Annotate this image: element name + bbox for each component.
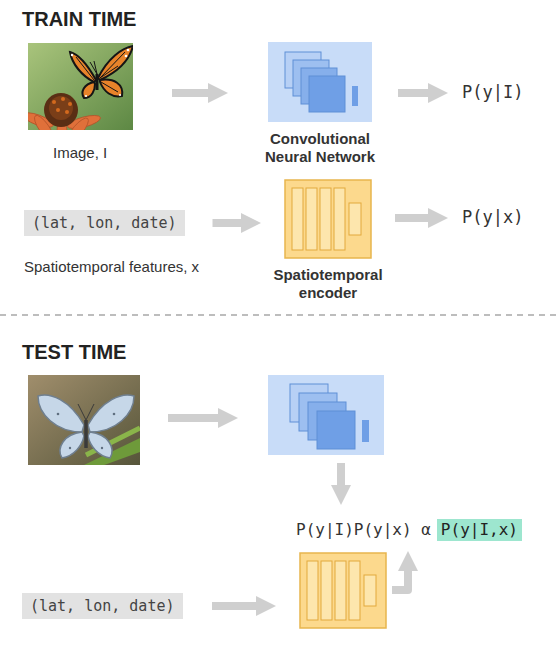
- blue-butterfly-photo: [60, 432, 84, 458]
- flow-arrow: [395, 214, 428, 222]
- blue-butterfly-photo: [101, 447, 103, 449]
- cnn-icon: [352, 86, 358, 106]
- flow-arrow: [172, 89, 208, 97]
- monarch-photo: [68, 102, 72, 106]
- encoder-icon: [307, 561, 318, 620]
- encoder-icon: [334, 188, 345, 250]
- encoder-icon: [306, 188, 317, 250]
- feature-text: (lat, lon, date): [30, 597, 175, 615]
- encoder-icon: [335, 561, 346, 620]
- monarch-photo: [70, 46, 133, 98]
- cnn-icon: [268, 375, 384, 455]
- block-label: Convolutional Neural Network: [245, 130, 395, 166]
- monarch-photo: [101, 82, 118, 92]
- monarch-photo: [28, 43, 133, 130]
- blue-butterfly-photo: [69, 447, 71, 449]
- encoder-icon: [300, 553, 386, 628]
- monarch-photo: [56, 108, 60, 112]
- flow-arrow: [213, 219, 242, 227]
- cnn-block: Convolutional Neural Network: [268, 42, 372, 122]
- feature-text: (lat, lon, date): [32, 214, 177, 232]
- monarch-photo: [125, 55, 128, 58]
- formula-text: P(y|I,x): [441, 520, 518, 540]
- monarch-photo: [71, 49, 130, 97]
- blue-butterfly-photo: [84, 420, 88, 448]
- blue-butterfly-photo: [78, 404, 94, 420]
- flow-arrow: [337, 463, 345, 485]
- monarch-photo: [100, 66, 118, 78]
- monarch-photo: [52, 97, 72, 114]
- monarch-photo: [65, 110, 69, 114]
- monarch-photo: [100, 80, 122, 97]
- feature-box: (lat, lon, date)Spatiotemporal features,…: [24, 210, 185, 236]
- monarch-photo: [98, 46, 133, 80]
- flow-arrow: [212, 602, 256, 610]
- cnn-icon: [268, 375, 384, 455]
- encoder-icon: [349, 203, 361, 235]
- monarch-photo: [61, 97, 65, 101]
- blue-butterfly-photo: [28, 375, 140, 465]
- blue-butterfly-photo: [57, 413, 60, 416]
- monarch-photo: [82, 82, 95, 98]
- cnn-icon: [309, 76, 345, 112]
- monarch-photo: [52, 100, 56, 104]
- cnn-icon: [268, 42, 372, 122]
- monarch-photo: [76, 57, 94, 80]
- blue-butterfly-photo: [88, 432, 112, 458]
- monarch-photo: [85, 95, 87, 97]
- monarch-photo: [119, 94, 121, 96]
- feature-caption: Spatiotemporal features, x: [24, 258, 199, 276]
- cnn-icon: [268, 42, 372, 122]
- image-caption: Image, I: [53, 143, 107, 162]
- cnn-icon: [317, 411, 355, 449]
- encoder-icon: [285, 180, 371, 258]
- monarch-photo: [49, 96, 73, 120]
- monarch-photo: [70, 52, 96, 82]
- encoder-block: Spatiotemporal encoder: [285, 180, 371, 258]
- monarch-photo: [76, 52, 125, 92]
- result-highlight: P(y|I,x): [437, 519, 522, 541]
- blue-butterfly-photo: [38, 395, 84, 432]
- blue-butterfly-photo: [38, 395, 134, 458]
- block-label: Spatiotemporal encoder: [253, 266, 403, 302]
- encoder-icon: [321, 561, 332, 620]
- monarch-photo: [71, 54, 73, 56]
- blue-butterfly-photo: [88, 395, 134, 432]
- section-divider: [0, 314, 560, 316]
- blue-butterfly-photo: [57, 413, 116, 449]
- cnn-icon: [362, 420, 369, 442]
- flow-arrow: [392, 571, 408, 590]
- encoder-icon: [349, 561, 360, 620]
- monarch-photo: [90, 61, 97, 74]
- probability-label: P(y|x): [462, 207, 523, 228]
- monarch-photo: [100, 52, 125, 78]
- feature-box: (lat, lon, date): [22, 593, 183, 619]
- probability-label: P(y|I): [462, 82, 523, 103]
- section-heading: TEST TIME: [22, 340, 126, 365]
- encoder-icon: [285, 180, 371, 258]
- encoder-icon: [364, 575, 376, 606]
- monarch-photo: [44, 93, 78, 127]
- section-heading: TRAIN TIME: [22, 7, 136, 32]
- flow-arrow: [398, 89, 428, 97]
- formula-text: P(y|I)P(y|x) α: [296, 520, 431, 540]
- encoder-icon: [320, 188, 331, 250]
- encoder-icon: [292, 188, 303, 250]
- monarch-photo: [96, 74, 99, 90]
- monarch-photo: [127, 49, 130, 52]
- encoder-icon: [300, 553, 386, 628]
- blue-butterfly-photo: [113, 413, 116, 416]
- flow-arrow: [168, 414, 218, 422]
